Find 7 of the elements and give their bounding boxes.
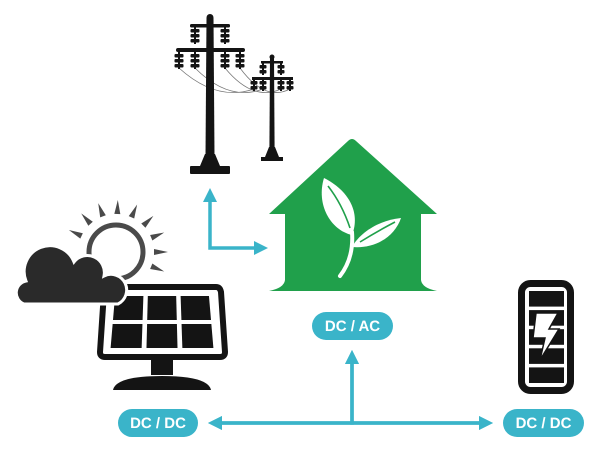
converter-pill: DC / AC [312,312,393,340]
house-with-leaf-icon [268,138,438,292]
double-arrow [203,188,268,255]
converter-pill: DC / DC [118,409,198,437]
double-arrow [345,350,493,430]
power-pylons-icon [174,14,296,176]
converter-pill: DC / DC [503,409,584,437]
